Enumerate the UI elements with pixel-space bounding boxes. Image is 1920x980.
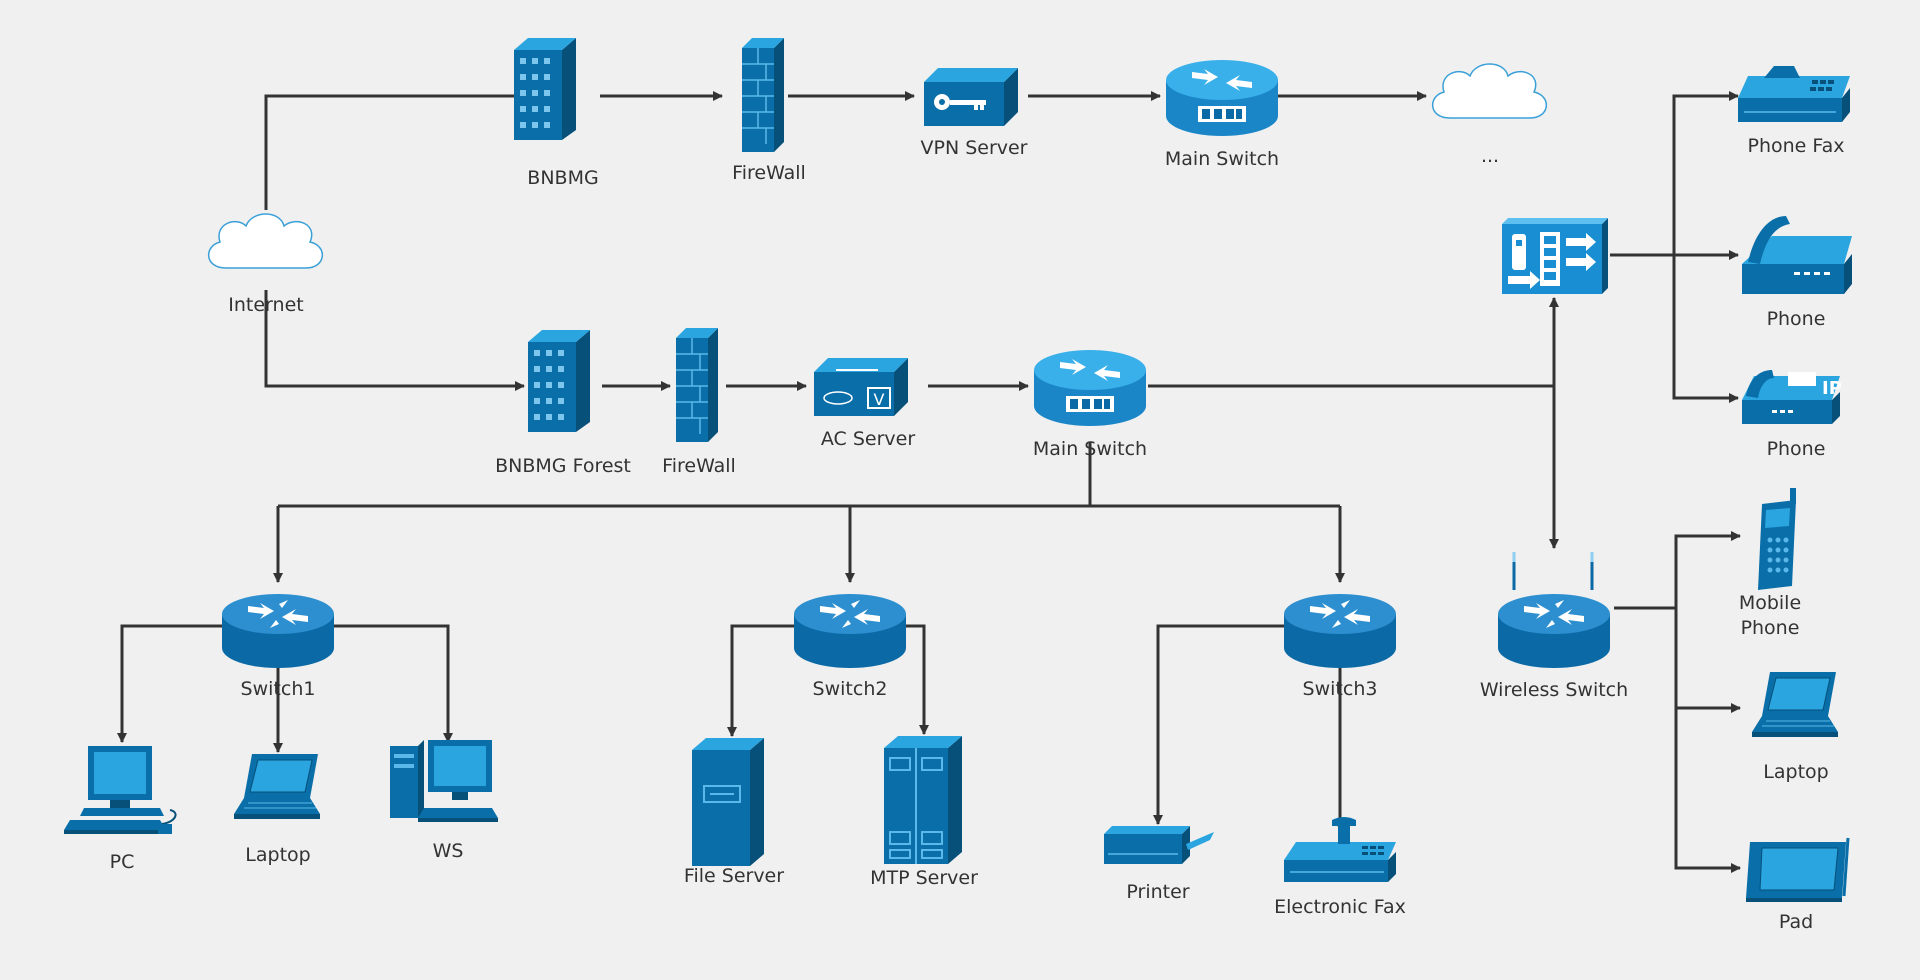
node-phone-fax[interactable]: Phone Fax xyxy=(1737,65,1851,157)
node-cloud-more[interactable]: ... xyxy=(1431,63,1548,167)
node-label: Electronic Fax xyxy=(1274,896,1406,918)
node-label: Pad xyxy=(1779,911,1813,933)
fax-phone-icon xyxy=(1737,65,1851,123)
node-internet[interactable]: Internet xyxy=(207,213,324,316)
node-switch2[interactable]: Switch2 xyxy=(794,594,906,700)
node-vpn-server[interactable]: VPN Server xyxy=(920,68,1028,159)
node-phone-ip[interactable]: Phone xyxy=(1742,370,1842,460)
antenna-icon xyxy=(1512,552,1594,590)
mtp-server-icon xyxy=(883,735,963,865)
fax-machine-icon xyxy=(1283,816,1397,883)
file-server-icon xyxy=(691,737,765,867)
node-phone-desk[interactable]: Phone xyxy=(1742,216,1852,330)
desk-phone-icon xyxy=(1742,216,1852,294)
node-firewall-top[interactable]: FireWall xyxy=(732,37,806,184)
cloud-icon xyxy=(1431,63,1548,119)
node-pc[interactable]: PC xyxy=(63,745,177,873)
cloud-icon xyxy=(207,213,324,269)
node-label: FireWall xyxy=(662,455,736,477)
node-label: Laptop xyxy=(1763,761,1828,783)
node-label: Internet xyxy=(228,294,303,316)
node-label: Phone xyxy=(1767,308,1826,330)
firewall-icon xyxy=(675,327,719,443)
tablet-icon xyxy=(1744,836,1850,904)
node-label: Switch3 xyxy=(1303,678,1378,700)
node-label: Main Switch xyxy=(1165,148,1279,170)
router-icon xyxy=(222,594,334,668)
node-laptop-left[interactable]: Laptop xyxy=(233,753,321,866)
node-pad[interactable]: Pad xyxy=(1744,836,1850,933)
node-switch3[interactable]: Switch3 xyxy=(1284,594,1396,700)
svg-text:V: V xyxy=(874,390,885,409)
node-mtp-server[interactable]: MTP Server xyxy=(870,735,978,889)
node-label: Phone Fax xyxy=(1748,135,1845,157)
node-label: Printer xyxy=(1126,881,1189,903)
node-label: BNBMG Forest xyxy=(495,455,631,477)
router-icon xyxy=(794,594,906,668)
ip-phone-icon xyxy=(1742,370,1842,424)
node-printer[interactable]: Printer xyxy=(1103,825,1215,903)
office-building-icon xyxy=(514,38,576,140)
node-electronic-fax[interactable]: Electronic Fax xyxy=(1274,816,1406,918)
voice-gateway-icon xyxy=(1502,218,1608,294)
node-label: BNBMG xyxy=(527,167,598,189)
node-wireless-switch[interactable]: Wireless Switch xyxy=(1480,552,1628,701)
node-label: AC Server xyxy=(821,428,915,450)
laptop-icon xyxy=(1751,671,1839,738)
node-ac-server[interactable]: V AC Server xyxy=(814,358,915,450)
node-label: Laptop xyxy=(245,844,310,866)
node-label: ... xyxy=(1481,145,1499,167)
node-label: Main Switch xyxy=(1033,438,1147,460)
node-label: PC xyxy=(110,851,135,873)
node-label: Switch1 xyxy=(241,678,316,700)
node-main-switch-top[interactable]: Main Switch xyxy=(1165,60,1279,170)
node-label: Wireless Switch xyxy=(1480,679,1628,701)
node-voice-gateway[interactable] xyxy=(1502,218,1608,294)
node-label: WS xyxy=(433,840,464,862)
node-firewall-mid[interactable]: FireWall xyxy=(662,327,736,477)
node-label: Phone xyxy=(1767,438,1826,460)
mobile-phone-icon xyxy=(1758,488,1796,590)
node-mobile-phone[interactable]: Mobile Phone xyxy=(1739,488,1801,639)
node-label: Mobile xyxy=(1739,592,1801,614)
node-bnbmg[interactable]: BNBMG xyxy=(514,38,599,189)
office-building-icon xyxy=(528,330,590,432)
workstation-icon xyxy=(390,740,498,822)
ac-server-icon xyxy=(814,358,908,416)
main-switch-icon xyxy=(1166,60,1278,136)
printer-icon xyxy=(1103,825,1215,865)
ac-server-glyph: V xyxy=(823,369,891,409)
node-bnbmg-forest[interactable]: BNBMG Forest xyxy=(495,330,631,477)
node-file-server[interactable]: File Server xyxy=(684,737,784,887)
node-label: VPN Server xyxy=(920,137,1027,159)
node-label: FireWall xyxy=(732,162,806,184)
node-main-switch-mid[interactable]: Main Switch xyxy=(1033,350,1147,460)
main-switch-icon xyxy=(1034,350,1146,426)
wireless-router-icon xyxy=(1498,594,1610,668)
node-label: Switch2 xyxy=(813,678,888,700)
node-label: MTP Server xyxy=(870,867,978,889)
node-ws[interactable]: WS xyxy=(390,740,498,862)
router-icon xyxy=(1284,594,1396,668)
firewall-icon xyxy=(741,37,785,153)
node-switch1[interactable]: Switch1 xyxy=(222,594,334,700)
node-label: File Server xyxy=(684,865,784,887)
node-label: Phone xyxy=(1741,617,1800,639)
pc-icon xyxy=(63,745,177,835)
node-laptop-right[interactable]: Laptop xyxy=(1751,671,1839,783)
connection-lines xyxy=(117,91,1741,873)
laptop-icon xyxy=(233,753,321,820)
